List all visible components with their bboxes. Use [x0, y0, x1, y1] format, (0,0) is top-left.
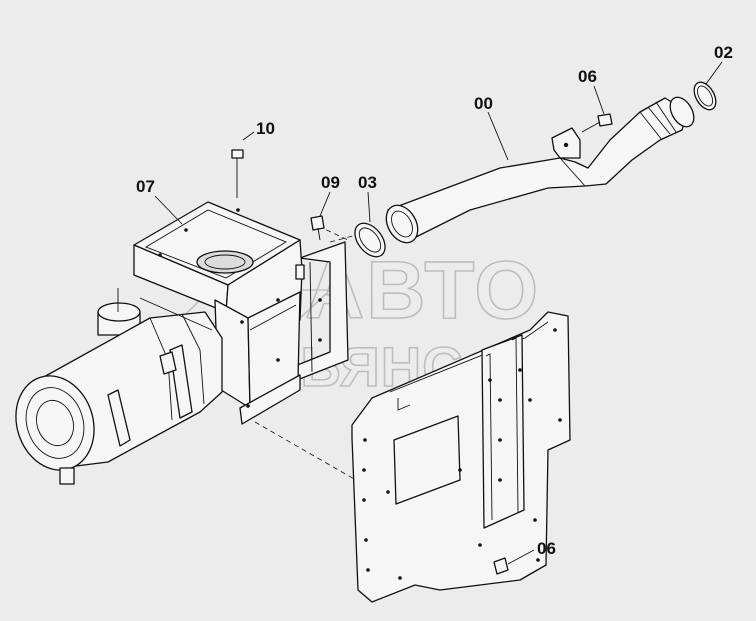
air-cleaner-box	[133, 201, 305, 425]
bolt-06-bottom	[493, 557, 509, 575]
bolt-10	[231, 149, 244, 198]
air-cleaner-canister	[15, 288, 223, 485]
label-part-02: 02	[714, 43, 733, 62]
label-part-07: 07	[136, 177, 155, 196]
plate-holes	[362, 328, 562, 580]
bolt-06-top	[581, 113, 613, 133]
hose-clamp-02	[693, 81, 717, 111]
leader-lines	[154, 61, 723, 565]
label-part-00: 00	[474, 94, 493, 113]
label-part-06-bottom: 06	[537, 539, 556, 558]
intake-hose	[385, 96, 695, 244]
bolt-09	[310, 215, 325, 241]
label-part-03: 03	[358, 173, 377, 192]
label-part-06-top: 06	[578, 67, 597, 86]
label-part-10: 10	[256, 119, 275, 138]
label-part-09: 09	[321, 173, 340, 192]
mounting-plate	[351, 311, 571, 603]
hose-clamp-03	[354, 222, 386, 258]
